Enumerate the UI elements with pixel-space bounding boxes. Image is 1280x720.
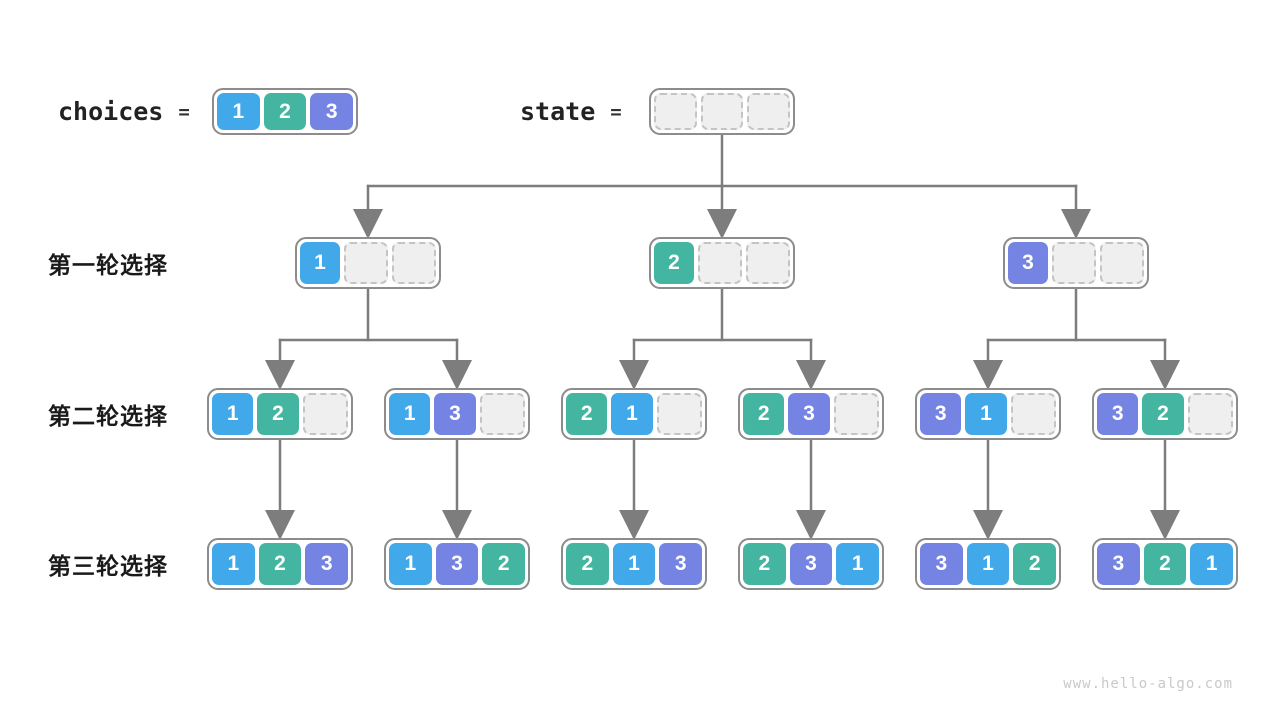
array-cell: 3	[434, 393, 476, 435]
state-array	[649, 88, 795, 135]
array-cell: 3	[1097, 393, 1139, 435]
array-cell	[833, 393, 879, 435]
array-cell: 2	[258, 543, 302, 585]
array-cell: 1	[389, 393, 431, 435]
choices-label: choices	[58, 97, 164, 126]
array-cell: 1	[212, 393, 254, 435]
array-cell: 1	[300, 242, 340, 284]
round2-node-21: 2 1	[561, 388, 707, 440]
array-cell: 3	[1008, 242, 1048, 284]
array-cell	[344, 242, 388, 284]
array-cell	[1052, 242, 1096, 284]
array-cell: 2	[1013, 543, 1057, 585]
round2-label: 第二轮选择	[48, 403, 168, 429]
array-cell: 2	[1143, 543, 1187, 585]
array-cell: 2	[566, 393, 608, 435]
array-cell: 2	[263, 93, 307, 130]
array-cell: 3	[920, 393, 962, 435]
array-cell: 1	[611, 393, 653, 435]
round3-label: 第三轮选择	[48, 553, 168, 579]
array-cell: 2	[566, 543, 609, 585]
choices-array: 1 2 3	[212, 88, 358, 135]
array-cell: 1	[612, 543, 656, 585]
array-cell	[698, 242, 742, 284]
choices-equals-sign: =	[178, 100, 190, 123]
state-header: state =	[520, 88, 622, 135]
array-cell	[700, 93, 744, 130]
round2-node-32: 3 2	[1092, 388, 1238, 440]
round3-node-312: 3 1 2	[915, 538, 1061, 590]
array-cell	[392, 242, 436, 284]
array-cell: 1	[966, 543, 1010, 585]
watermark: www.hello-algo.com	[1063, 676, 1233, 692]
round1-label: 第一轮选择	[48, 252, 168, 278]
array-cell: 1	[836, 543, 880, 585]
array-cell: 2	[743, 543, 786, 585]
round2-node-31: 3 1	[915, 388, 1061, 440]
round3-node-123: 1 2 3	[207, 538, 353, 590]
round3-node-321: 3 2 1	[1092, 538, 1238, 590]
round3-node-132: 1 3 2	[384, 538, 530, 590]
round2-node-23: 2 3	[738, 388, 884, 440]
array-cell	[479, 393, 525, 435]
round3-node-231: 2 3 1	[738, 538, 884, 590]
array-cell: 1	[965, 393, 1007, 435]
array-cell: 1	[1190, 543, 1234, 585]
array-cell	[746, 242, 790, 284]
round1-node-1: 1	[295, 237, 441, 289]
array-cell: 3	[310, 93, 354, 130]
state-equals-sign: =	[610, 100, 622, 123]
round3-node-213: 2 1 3	[561, 538, 707, 590]
array-cell: 1	[389, 543, 432, 585]
array-cell	[747, 93, 791, 130]
state-label: state	[520, 97, 596, 126]
array-cell	[302, 393, 348, 435]
array-cell: 3	[789, 543, 833, 585]
array-cell: 3	[920, 543, 963, 585]
array-cell	[1010, 393, 1056, 435]
array-cell: 3	[1097, 543, 1140, 585]
round2-node-12: 1 2	[207, 388, 353, 440]
array-cell: 1	[217, 93, 260, 130]
array-cell	[654, 93, 697, 130]
array-cell	[1187, 393, 1233, 435]
array-cell: 2	[1142, 393, 1184, 435]
array-cell: 3	[435, 543, 479, 585]
array-cell	[656, 393, 702, 435]
array-cell: 1	[212, 543, 255, 585]
choices-header: choices =	[58, 88, 190, 135]
round1-node-2: 2	[649, 237, 795, 289]
round2-node-13: 1 3	[384, 388, 530, 440]
array-cell: 3	[659, 543, 703, 585]
array-cell: 2	[743, 393, 785, 435]
array-cell: 2	[257, 393, 299, 435]
round1-node-3: 3	[1003, 237, 1149, 289]
array-cell: 3	[788, 393, 830, 435]
array-cell: 2	[654, 242, 694, 284]
array-cell	[1100, 242, 1144, 284]
array-cell: 2	[482, 543, 526, 585]
array-cell: 3	[305, 543, 349, 585]
